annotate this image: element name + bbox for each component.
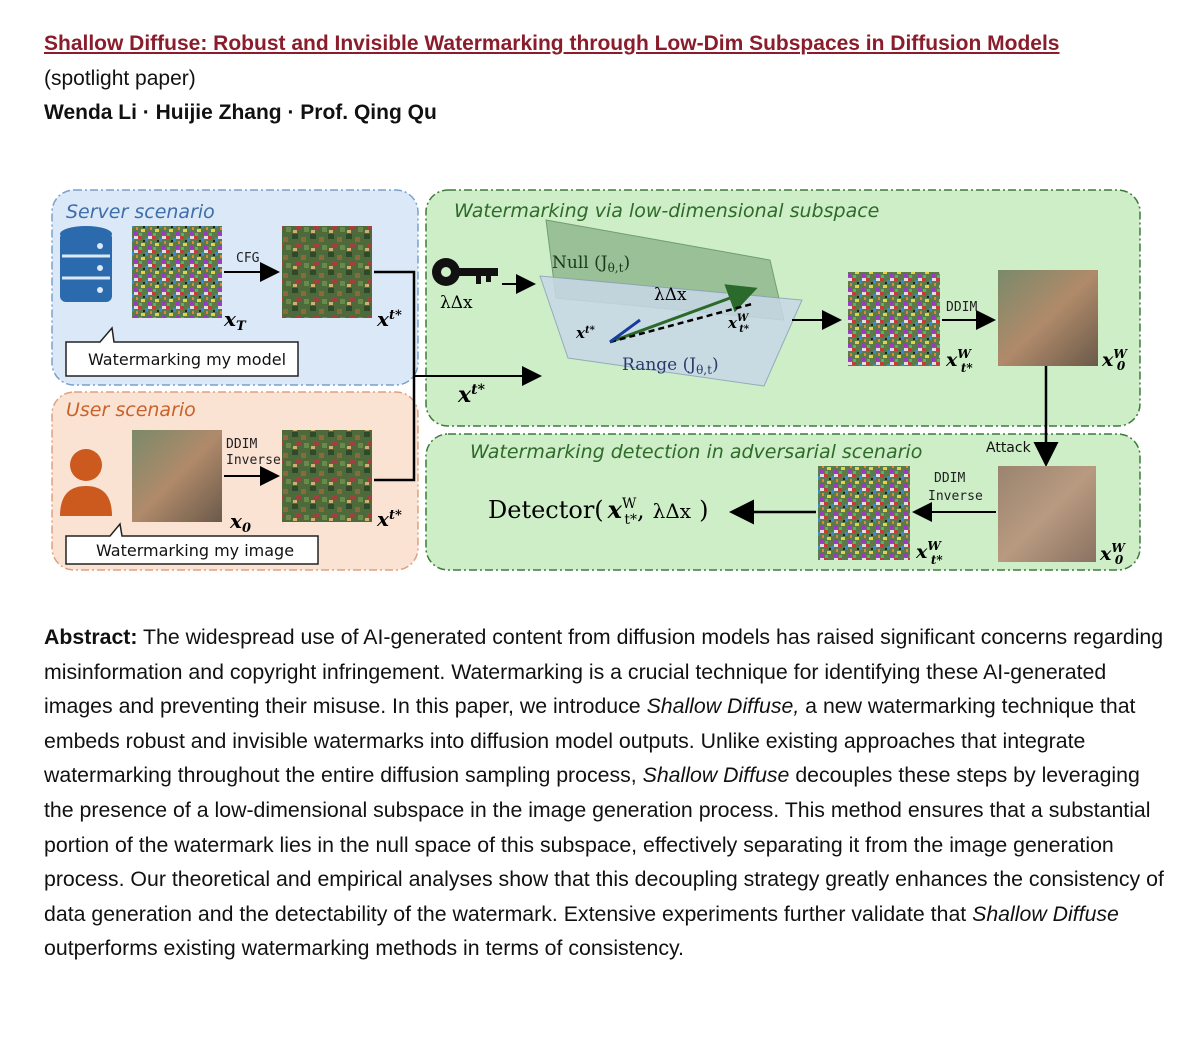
abstract: Abstract: The widespread use of AI-gener… [44,625,1164,961]
detect-panel-label: Watermarking detection in adversarial sc… [470,441,922,463]
generated-image [282,226,372,318]
paper-authors: Wenda Li · Huijie Zhang · Prof. Qing Qu [44,101,437,124]
key-icon [432,258,498,286]
xtstar-plane: xt* [575,324,596,342]
user-scenario-label: User scenario [66,399,196,421]
ddim-inverse-detect-1: DDIM [934,471,965,486]
xtstar-server-symbol: xt* [376,307,402,331]
x0-user-symbol: x0 [229,509,251,536]
user-callout-text: Watermarking my image [96,541,294,560]
paper-title-link[interactable]: Shallow Diffuse: Robust and Invisible Wa… [44,32,1060,55]
server-scenario-label: Server scenario [66,201,215,223]
xT-symbol: xT [223,307,247,334]
user-callout-box [65,522,319,565]
abstract-label: Abstract: [44,625,138,649]
attacked-image [998,466,1096,562]
noise-image-xT [132,226,222,318]
xtstar-user-symbol: xt* [376,507,402,531]
user-icon [60,449,112,516]
database-icon [60,226,112,302]
ddim-inverse-user-1: DDIM [226,437,257,452]
lambda-dx-plane: λΔx [654,285,687,305]
server-callout-text: Watermarking my model [88,350,286,369]
server-callout-box [65,326,299,377]
ddim-label: DDIM [946,300,977,315]
ddim-inverse-user-2: Inverse [226,453,281,468]
watermarked-noise-image [848,272,940,366]
watermarked-image [998,270,1098,366]
paper-note: (spotlight paper) [44,67,196,90]
detection-panel [425,433,1141,571]
range-label: Range (Jθ,t) [622,355,719,377]
user-image-x0 [132,430,222,522]
cfg-label: CFG [236,251,260,266]
xtstar-merge-symbol: xt* [457,382,486,408]
null-label: Null (Jθ,t) [552,253,630,275]
attack-label: Attack [986,440,1032,456]
ddim-inverse-detect-2: Inverse [928,489,983,504]
wm-panel-label: Watermarking via low-dimensional subspac… [454,200,879,222]
lambda-dx-key: λΔx [440,293,473,313]
method-figure: Server scenario User scenario Watermarki… [40,180,1160,580]
attacked-noise-image [818,466,910,560]
user-inverted-image [282,430,372,522]
